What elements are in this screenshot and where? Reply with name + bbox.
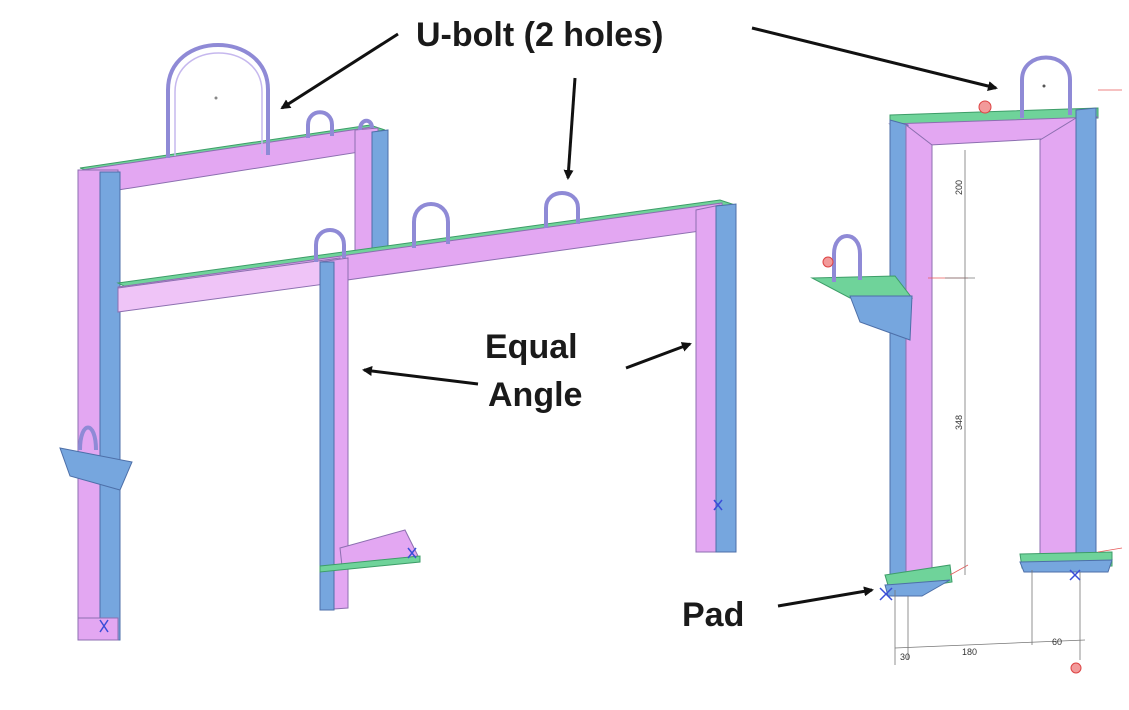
- rear-beam-large-ubolt: [166, 43, 270, 158]
- front-frame: [116, 199, 737, 611]
- left-post-base: [77, 617, 119, 641]
- elevation-left-post-flange: [889, 119, 909, 591]
- rear-frame: [59, 124, 389, 641]
- side-bracket-marker-icon: [822, 256, 834, 268]
- dim-348-label: 348: [954, 415, 964, 430]
- side-bracket-web: [849, 295, 913, 341]
- dim-60-label: 60: [1052, 637, 1062, 647]
- ubolt-arrow-right: [751, 26, 998, 91]
- right-post-flange: [715, 203, 737, 553]
- front-beam-ubolt-3-icon: [544, 191, 580, 228]
- equal-angle-label-line1: Equal: [485, 328, 578, 366]
- pad-callout-label: Pad: [682, 596, 744, 634]
- horizontal-dimension-line: [894, 639, 1086, 649]
- equal-angle-label-line2: Angle: [488, 376, 582, 414]
- elevation-left-post-web: [905, 123, 933, 586]
- bottom-marker-icon: [1070, 662, 1082, 674]
- right-post-support-mark-icon: [713, 499, 723, 511]
- dim-200-label: 200: [954, 180, 964, 195]
- dim-30-label: 30: [900, 652, 910, 662]
- middle-post-support-mark-icon: [407, 547, 417, 559]
- middle-post-pad-base: [319, 555, 421, 573]
- rear-beam-small-ubolt-icon: [306, 110, 334, 138]
- elevation-right-post-web: [1039, 117, 1077, 561]
- large-ubolt-icon: [166, 43, 270, 158]
- side-bracket-ubolt-icon: [832, 234, 862, 282]
- elevation-left-support-mark-icon: [879, 587, 893, 601]
- ubolt-arrow-down: [563, 77, 577, 180]
- dim-180-label: 180: [962, 647, 977, 657]
- rear-beam-corner-ubolt-icon: [358, 118, 374, 131]
- equal-angle-arrow-left: [362, 366, 479, 386]
- elevation-frame: 200 348 180 60 30: [810, 55, 1123, 674]
- elevation-top-ubolt-icon: [1020, 55, 1072, 118]
- rear-beam-web: [81, 126, 373, 191]
- equal-angle-arrow-right: [625, 342, 692, 370]
- ubolt-callout-label: U-bolt (2 holes): [416, 16, 663, 54]
- front-beam-left-web: [117, 257, 341, 313]
- top-marker-icon: [978, 100, 992, 114]
- elevation-right-support-mark-icon: [1069, 569, 1081, 581]
- rear-right-post-flange: [371, 129, 389, 251]
- middle-post-flange: [319, 261, 335, 611]
- left-post-ubolt-icon: [78, 425, 98, 451]
- ubolt-arrow-left: [280, 32, 399, 110]
- pad-arrow: [777, 586, 874, 608]
- left-post-flange: [99, 171, 121, 641]
- elevation-right-post-flange: [1075, 107, 1097, 561]
- left-post-support-mark-icon: [99, 619, 109, 633]
- left-post-pad: [59, 447, 133, 491]
- front-beam-ubolt-1-icon: [314, 228, 346, 262]
- front-beam-ubolt-2-icon: [412, 202, 450, 248]
